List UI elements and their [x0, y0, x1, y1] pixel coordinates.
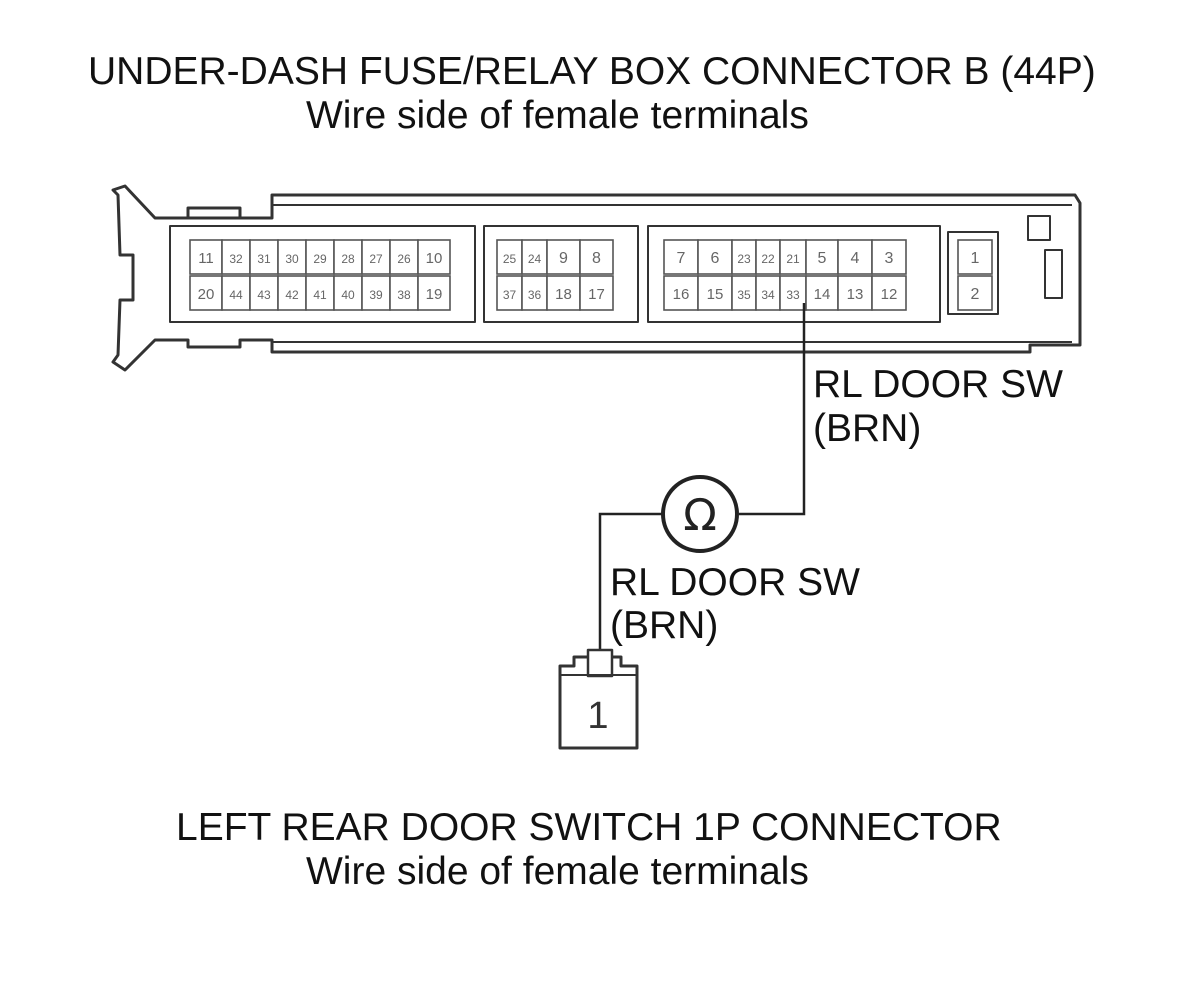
terminal-number: 25: [503, 252, 517, 266]
brn-wire: [598, 303, 806, 666]
terminal-cell: [546, 239, 581, 275]
terminal-cell: [871, 239, 907, 275]
terminal-cell: [361, 239, 391, 275]
terminal-cell: [837, 275, 873, 311]
terminal-number: 43: [257, 288, 271, 302]
terminal-cell: [305, 239, 335, 275]
terminal-cell: [731, 275, 757, 311]
terminal-cell: [305, 275, 335, 311]
terminal-cell: [189, 239, 223, 275]
terminal-number: 5: [818, 250, 827, 267]
terminal-cell: [333, 239, 363, 275]
terminal-cell: [755, 275, 781, 311]
terminal-number: 42: [285, 288, 299, 302]
terminal-number: 2: [971, 286, 980, 303]
terminal-cell: [389, 275, 419, 311]
terminal-number: 22: [761, 252, 775, 266]
terminal-number: 14: [814, 286, 831, 303]
terminal-number: 40: [341, 288, 355, 302]
terminal-cell: [249, 275, 279, 311]
terminal-number: 1: [971, 250, 980, 267]
pin-1-label: 1: [587, 695, 608, 737]
terminal-cell: [417, 239, 451, 275]
terminal-number: 3: [885, 250, 894, 267]
terminal-cell: [277, 275, 307, 311]
terminal-cell: [221, 275, 251, 311]
terminal-cell: [277, 239, 307, 275]
ohm-symbol: Ω: [683, 490, 717, 541]
bottom-connector-title: LEFT REAR DOOR SWITCH 1P CONNECTOR: [176, 806, 1002, 849]
terminal-number: 10: [426, 250, 443, 267]
terminal-cell: [496, 239, 523, 275]
terminal-cell: [755, 239, 781, 275]
terminal-cell: [779, 239, 807, 275]
terminal-number: 4: [851, 250, 860, 267]
terminal-cell: [779, 275, 807, 311]
terminal-number: 35: [737, 288, 751, 302]
terminal-number: 37: [503, 288, 517, 302]
wire-label-upper-line2: (BRN): [813, 407, 921, 450]
terminal-number: 16: [673, 286, 690, 303]
terminal-number: 39: [369, 288, 383, 302]
terminal-cell: [731, 239, 757, 275]
terminal-cell: [496, 275, 523, 311]
terminal-cell: [333, 275, 363, 311]
terminal-cell: [663, 239, 699, 275]
terminal-number: 9: [559, 250, 568, 267]
terminal-number: 33: [786, 288, 800, 302]
terminal-number: 17: [588, 286, 605, 303]
ohmmeter-icon: Ω: [661, 475, 739, 553]
wire-label-lower-line2: (BRN): [610, 604, 718, 647]
terminal-cell: [697, 275, 733, 311]
terminal-number: 27: [369, 252, 383, 266]
terminal-number: 38: [397, 288, 411, 302]
terminal-number: 6: [711, 250, 720, 267]
terminal-number: 29: [313, 252, 327, 266]
terminal-number: 41: [313, 288, 327, 302]
top-connector-title: UNDER-DASH FUSE/RELAY BOX CONNECTOR B (4…: [88, 50, 1096, 93]
terminal-cell: [361, 275, 391, 311]
terminal-number: 19: [426, 286, 443, 303]
terminal-cell: [663, 275, 699, 311]
terminal-number: 15: [707, 286, 724, 303]
terminal-cell: [871, 275, 907, 311]
fuse-relay-box-connector-b: [111, 184, 1082, 372]
terminal-number: 7: [677, 250, 686, 267]
terminal-cell: [417, 275, 451, 311]
terminal-number: 24: [528, 252, 542, 266]
terminal-number: 30: [285, 252, 299, 266]
terminal-cell: [521, 275, 548, 311]
terminal-cell: [579, 275, 614, 311]
terminal-number: 11: [198, 250, 214, 267]
terminal-cell: [957, 239, 993, 275]
terminal-number: 31: [257, 252, 271, 266]
terminal-number: 28: [341, 252, 355, 266]
terminal-cell: [957, 275, 993, 311]
terminal-number: 18: [555, 286, 572, 303]
terminal-number: 34: [761, 288, 775, 302]
terminal-number: 21: [786, 252, 800, 266]
terminal-number: 36: [528, 288, 542, 302]
wire-label-lower-line1: RL DOOR SW: [610, 561, 860, 604]
terminal-cell: [805, 275, 839, 311]
left-rear-door-switch-connector: 1: [558, 648, 639, 750]
terminal-number: 44: [229, 288, 243, 302]
terminal-number: 23: [737, 252, 751, 266]
top-connector-subtitle: Wire side of female terminals: [306, 94, 809, 137]
terminal-number: 20: [198, 286, 215, 303]
terminal-number: 13: [847, 286, 864, 303]
terminal-number: 12: [881, 286, 898, 303]
terminal-cell: [521, 239, 548, 275]
terminal-number: 32: [229, 252, 243, 266]
bottom-connector-subtitle: Wire side of female terminals: [306, 850, 809, 893]
wire-label-upper-line1: RL DOOR SW: [813, 363, 1063, 406]
terminal-cell: [579, 239, 614, 275]
terminal-number: 26: [397, 252, 411, 266]
terminal-number: 8: [592, 250, 601, 267]
